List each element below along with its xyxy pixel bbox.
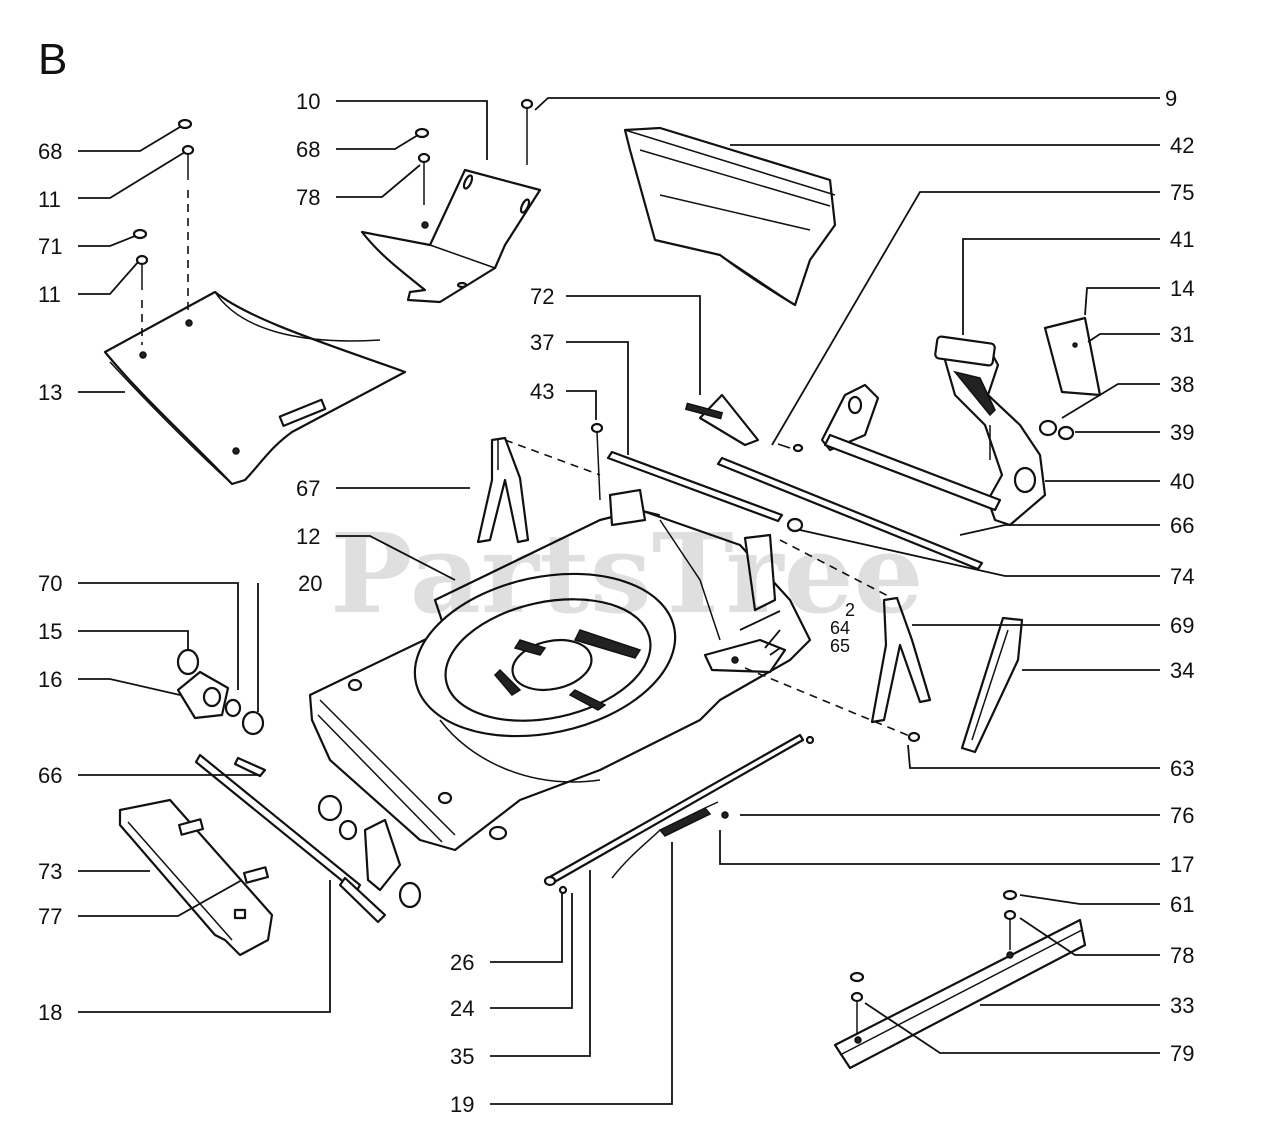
part-42-hood xyxy=(623,126,837,307)
callout-26: 26 xyxy=(450,950,474,975)
part-69-bracket xyxy=(870,596,932,724)
callout-72: 72 xyxy=(530,284,554,309)
callout-9: 9 xyxy=(1165,86,1177,111)
part-10-bracket xyxy=(360,168,542,304)
callout-43: 43 xyxy=(530,379,554,404)
screws-above-cover xyxy=(132,118,195,345)
part-38-39-knob xyxy=(1038,419,1075,441)
part-43-screw xyxy=(590,422,604,501)
screws-above-bracket xyxy=(414,98,534,205)
callout-18: 18 xyxy=(38,1000,62,1025)
part-wheel-bracket-right xyxy=(317,794,422,909)
callout-39: 39 xyxy=(1170,420,1194,445)
part-34-panel xyxy=(960,616,1024,754)
callout-61: 61 xyxy=(1170,892,1194,917)
leader-lines xyxy=(78,97,1160,1105)
callout-75: 75 xyxy=(1170,180,1194,205)
callout-16: 16 xyxy=(38,667,62,692)
part-67-bracket xyxy=(476,436,530,544)
callout-63: 63 xyxy=(1170,756,1194,781)
callout-64: 64 xyxy=(830,618,850,638)
callout-20: 20 xyxy=(298,571,322,596)
part-31-plate xyxy=(1043,316,1102,397)
callout-labels: 68 11 71 11 13 10 68 78 9 42 75 41 14 31… xyxy=(38,86,1194,1117)
callout-33: 33 xyxy=(1170,993,1194,1018)
callout-10: 10 xyxy=(296,89,320,114)
callout-11: 11 xyxy=(38,282,61,307)
parts-15-16-70-20 xyxy=(176,648,265,736)
rods-37-74 xyxy=(606,443,984,571)
part-63-nut xyxy=(907,731,921,743)
callout-42: 42 xyxy=(1170,133,1194,158)
callout-79: 79 xyxy=(1170,1041,1194,1066)
callout-68: 68 xyxy=(38,139,62,164)
callout-77: 77 xyxy=(38,904,62,929)
callout-12: 12 xyxy=(296,524,320,549)
callout-15: 15 xyxy=(38,619,62,644)
part-33-bar xyxy=(833,918,1087,1070)
callout-66: 66 xyxy=(38,763,62,788)
callout-2: 2 xyxy=(845,600,855,620)
callout-74: 74 xyxy=(1170,564,1194,589)
callout-78: 78 xyxy=(1170,943,1194,968)
callout-37: 37 xyxy=(530,330,554,355)
callout-66: 66 xyxy=(1170,513,1194,538)
dash-line-69 xyxy=(779,539,893,599)
watermark: PartsTree xyxy=(330,509,924,638)
callout-41: 41 xyxy=(1170,227,1194,252)
callout-76: 76 xyxy=(1170,803,1194,828)
callout-78: 78 xyxy=(296,185,320,210)
callout-40: 40 xyxy=(1170,469,1194,494)
dash-line-67 xyxy=(504,439,601,476)
section-letter: B xyxy=(38,35,67,84)
callout-68: 68 xyxy=(296,137,320,162)
dash-line-63 xyxy=(744,667,913,738)
callout-17: 17 xyxy=(1170,852,1194,877)
callout-34: 34 xyxy=(1170,658,1194,683)
callout-71: 71 xyxy=(38,234,62,259)
callout-14: 14 xyxy=(1170,276,1194,301)
callout-73: 73 xyxy=(38,859,62,884)
callout-13: 13 xyxy=(38,380,62,405)
callout-31: 31 xyxy=(1170,322,1194,347)
parts-17-19-35-76-cable xyxy=(543,733,815,895)
part-12-mower-deck xyxy=(308,488,812,852)
part-40-41-height-adjust xyxy=(820,335,1047,527)
callout-19: 19 xyxy=(450,1092,474,1117)
part-13-cover-plate xyxy=(103,290,407,486)
callout-24: 24 xyxy=(450,996,474,1021)
callout-38: 38 xyxy=(1170,372,1194,397)
screws-61-78-79 xyxy=(849,889,1018,1035)
callout-35: 35 xyxy=(450,1044,474,1069)
part-18-axle xyxy=(194,753,387,924)
callout-70: 70 xyxy=(38,571,62,596)
part-73-77-handle xyxy=(118,798,274,957)
callout-69: 69 xyxy=(1170,613,1194,638)
callout-11: 11 xyxy=(38,187,61,212)
callout-67: 67 xyxy=(296,476,320,501)
callout-65: 65 xyxy=(830,636,850,656)
part-72-plate xyxy=(684,393,760,447)
